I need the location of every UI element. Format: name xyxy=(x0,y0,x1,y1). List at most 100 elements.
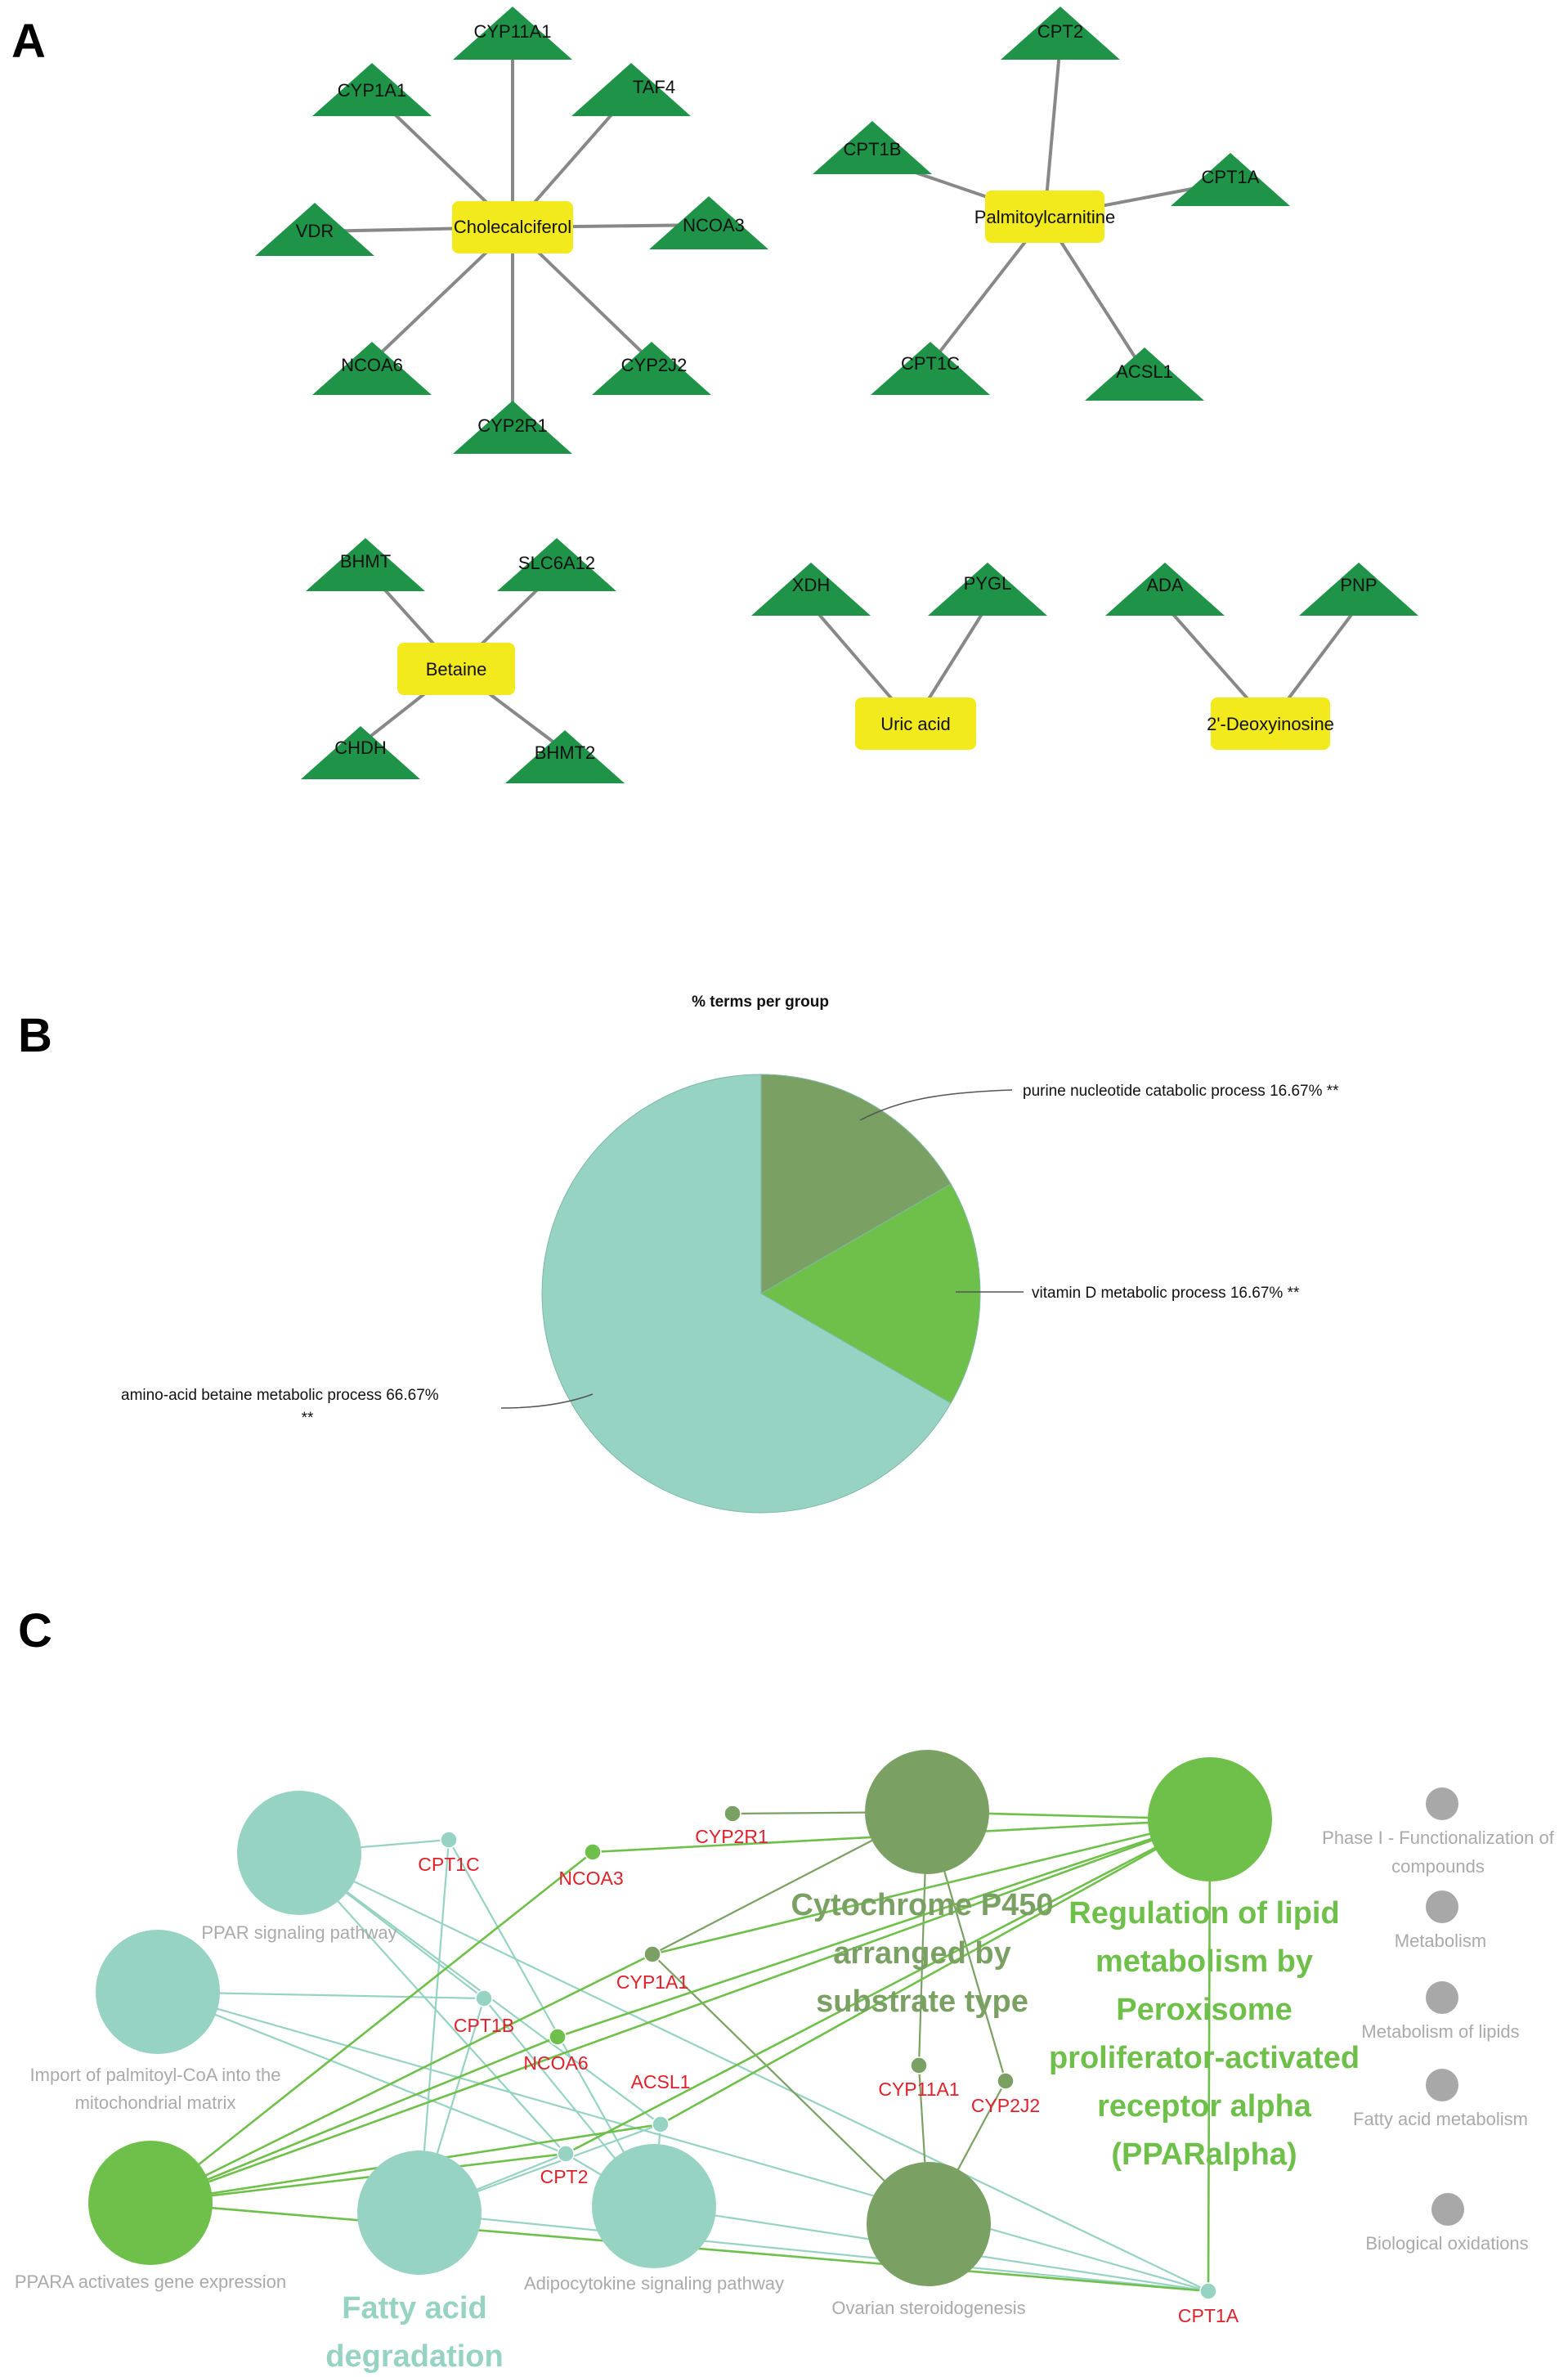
hub-label-cholecalciferol: Cholecalciferol xyxy=(454,217,571,237)
term-label-fatty-acid-metabolism: Fatty acid metabolism xyxy=(1353,2109,1528,2129)
triangle-cpt2 xyxy=(1001,7,1120,60)
edge-reg-acsl1 xyxy=(660,1818,1211,2126)
big-label-fad-2: degradation xyxy=(325,2339,503,2374)
big-label-reg-6: (PPARalpha) xyxy=(1111,2137,1297,2172)
term-label-metabolism-lipids: Metabolism of lipids xyxy=(1361,2021,1519,2042)
term-label-phase1-2: compounds xyxy=(1391,1856,1485,1877)
label-vdr: VDR xyxy=(296,221,334,241)
triangle-slc6a12 xyxy=(497,538,616,591)
gene-node-ncoa3 xyxy=(584,1843,602,1861)
network-a-target-labels: CYP11A1 CYP1A1 TAF4 VDR NCOA3 NCOA6 CYP2… xyxy=(296,21,1378,763)
node-regulation-ppara xyxy=(1148,1757,1272,1881)
leader-line-purine xyxy=(859,1089,1013,1121)
pie-slices xyxy=(541,1074,981,1514)
triangle-cyp2j2 xyxy=(592,342,711,395)
label-pnp: PNP xyxy=(1340,575,1377,595)
edge-ppara-ncoa3 xyxy=(150,1850,594,2204)
edge-adipo-cpt1c xyxy=(448,1839,655,2207)
gene-node-cyp2r1 xyxy=(724,1805,741,1823)
pie-slice-betaine xyxy=(541,1074,952,1514)
gene-label-ncoa3: NCOA3 xyxy=(558,1868,623,1889)
gene-label-cpt1c: CPT1C xyxy=(418,1854,479,1875)
pie-leader-lines xyxy=(500,1089,1024,1409)
hub-label-deoxyinosine: 2'-Deoxyinosine xyxy=(1207,714,1334,734)
term-label-import-2: mitochondrial matrix xyxy=(75,2092,236,2113)
label-bhmt: BHMT xyxy=(340,551,391,572)
edge-reg-cyp1a1 xyxy=(652,1818,1211,1956)
node-biological-oxidations xyxy=(1431,2193,1464,2226)
edge-reg-cpt1a xyxy=(1207,1819,1212,2292)
gene-node-cyp1a1 xyxy=(643,1945,661,1963)
label-taf4: TAF4 xyxy=(633,77,675,97)
term-label-import-1: Import of palmitoyl-CoA into the xyxy=(30,2065,281,2085)
network-c-term-nodes xyxy=(88,1750,1464,2286)
network-c-gene-nodes xyxy=(440,1805,1217,2300)
edge-ppara-cyp1a1 xyxy=(150,1953,653,2204)
network-c-big-labels: Fatty acid degradation Cytochrome P450 a… xyxy=(325,1888,1360,2374)
triangle-taf4 xyxy=(571,63,691,116)
term-label-ppar-signaling: PPAR signaling pathway xyxy=(201,1922,396,1943)
big-label-fad-1: Fatty acid xyxy=(342,2291,486,2325)
hub-box-deoxyinosine xyxy=(1211,697,1330,750)
panel-c: C xyxy=(15,1604,1555,2374)
triangle-ncoa3 xyxy=(649,196,768,249)
big-label-reg-4: proliferator-activated xyxy=(1049,2041,1360,2075)
pie-label-betaine: amino-acid betaine metabolic process 66.… xyxy=(121,1387,439,1404)
network-a-targets xyxy=(255,7,1418,783)
gene-node-cpt1b xyxy=(475,1989,493,2007)
gene-node-cpt2 xyxy=(557,2145,575,2163)
label-xdh: XDH xyxy=(792,575,830,595)
pie-label-betaine-stars: ** xyxy=(302,1410,314,1427)
hub-label-betaine: Betaine xyxy=(426,659,487,679)
triangle-cpt1c xyxy=(871,342,990,395)
network-c-term-labels: PPAR signaling pathway Import of palmito… xyxy=(15,1828,1555,2318)
node-metabolism-lipids xyxy=(1426,1981,1458,2014)
edge-palmitoylcarnitine-cpt2 xyxy=(1043,42,1062,218)
term-label-metabolism: Metabolism xyxy=(1395,1931,1486,1951)
leader-line-betaine xyxy=(500,1393,594,1409)
node-adipocytokine xyxy=(592,2144,716,2268)
triangle-cyp1a1 xyxy=(312,63,432,116)
triangle-pnp xyxy=(1299,563,1418,616)
label-cyp1a1: CYP1A1 xyxy=(338,80,406,101)
gene-label-cyp11a1: CYP11A1 xyxy=(878,2079,959,2100)
gene-node-ncoa6 xyxy=(549,2028,567,2046)
big-label-reg-2: metabolism by xyxy=(1095,1944,1313,1979)
edge-reg-cpt2 xyxy=(565,1818,1211,2155)
label-acsl1: ACSL1 xyxy=(1116,361,1173,382)
hub-box-palmitoylcarnitine xyxy=(985,191,1104,243)
edge-fad-cpt1c xyxy=(418,1839,450,2213)
label-cpt1c: CPT1C xyxy=(901,353,960,374)
gene-label-cyp1a1: CYP1A1 xyxy=(616,1971,688,1993)
node-import-palmitoyl xyxy=(96,1930,220,2054)
node-phase1 xyxy=(1426,1787,1458,1820)
label-bhmt2: BHMT2 xyxy=(535,742,596,763)
gene-label-cyp2j2: CYP2J2 xyxy=(971,2095,1040,2116)
big-label-cyp450-2: arranged by xyxy=(833,1936,1011,1971)
label-slc6a12: SLC6A12 xyxy=(518,553,595,573)
triangle-ada xyxy=(1105,563,1225,616)
edge-import-cpt2 xyxy=(157,1990,567,2155)
node-fatty-acid-metabolism xyxy=(1426,2069,1458,2101)
term-label-ppara-activates: PPARA activates gene expression xyxy=(15,2272,286,2292)
gene-label-cpt1b: CPT1B xyxy=(454,2015,514,2036)
edge-ppar-cpt1a xyxy=(293,1852,1209,2292)
gene-label-ncoa6: NCOA6 xyxy=(523,2052,588,2074)
edge-ovarian-cyp1a1 xyxy=(652,1953,930,2225)
edge-fad-cpt1a xyxy=(419,2211,1209,2293)
label-chdh: CHDH xyxy=(334,738,387,758)
network-a-hub-labels: Cholecalciferol Palmitoylcarnitine Betai… xyxy=(426,207,1334,734)
panel-a: A xyxy=(11,7,1418,783)
pie-title: % terms per group xyxy=(692,993,829,1011)
triangle-ncoa6 xyxy=(312,342,432,395)
panel-c-letter: C xyxy=(18,1604,52,1657)
edge-ppara-regulation xyxy=(150,1818,1211,2204)
edge-reg-ncoa6 xyxy=(557,1818,1211,2038)
pie-label-vitamin-d: vitamin D metabolic process 16.67% ** xyxy=(1032,1285,1300,1302)
triangle-bhmt2 xyxy=(505,730,625,783)
gene-label-cpt1a: CPT1A xyxy=(1178,2305,1239,2326)
gene-label-acsl1: ACSL1 xyxy=(631,2071,691,2092)
triangle-pygl xyxy=(928,563,1047,616)
edge-ppar-acsl1 xyxy=(293,1852,661,2125)
